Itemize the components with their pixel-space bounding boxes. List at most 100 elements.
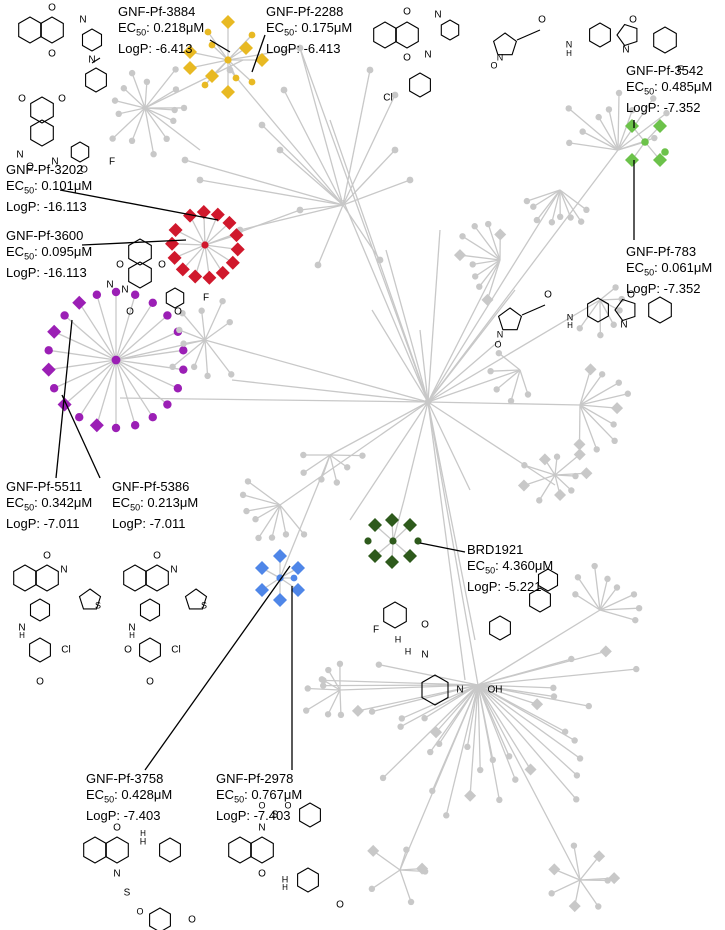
- compound-node: [169, 363, 176, 371]
- compound-node: [300, 451, 307, 459]
- compound-node: [612, 284, 619, 291]
- active-compound-node: [351, 704, 364, 717]
- structure-bond: [653, 26, 677, 54]
- active-compound-node: [183, 208, 198, 223]
- structure-bond: [18, 16, 42, 44]
- compound-node: [583, 206, 590, 214]
- network-edge: [427, 339, 501, 403]
- network-edge: [189, 59, 229, 69]
- active-compound-node: [273, 593, 287, 607]
- network-edge: [477, 684, 577, 800]
- network-edge: [579, 393, 628, 406]
- network-edge: [569, 142, 619, 151]
- compound-node: [179, 365, 188, 374]
- network-edge: [342, 94, 396, 206]
- active-compound-node: [385, 513, 399, 527]
- compound-node: [487, 367, 494, 375]
- network-edge: [599, 299, 615, 326]
- structure-atom-label: N: [113, 869, 120, 880]
- network-edge: [385, 249, 429, 403]
- structure-atom-label: O: [26, 162, 34, 173]
- compound-node: [536, 497, 543, 504]
- compound-node: [624, 390, 632, 397]
- compound-node: [571, 737, 578, 744]
- compound-node: [232, 74, 240, 82]
- active-compound-node: [653, 119, 667, 133]
- compound-logp: LogP: -6.413: [118, 40, 193, 56]
- active-compound-node: [167, 250, 182, 265]
- structure-bond: [440, 19, 460, 41]
- compound-node: [572, 591, 579, 598]
- network-edge: [115, 359, 168, 406]
- network-edge: [204, 339, 209, 376]
- structure-bond: [70, 141, 90, 163]
- structure-atom-label: O: [258, 800, 265, 810]
- compound-node: [276, 146, 284, 154]
- compound-node: [314, 261, 322, 269]
- structure-bond: [587, 297, 609, 323]
- structure-atom-label: F: [373, 625, 379, 636]
- compound-node: [496, 796, 503, 804]
- network-edge: [579, 404, 618, 409]
- compound-name: GNF-Pf-5386: [112, 479, 190, 494]
- compound-node: [179, 309, 186, 317]
- compound-label-2978: GNF-Pf-2978 EC50: 0.767μM LogP: -7.403: [216, 771, 302, 824]
- compound-node: [550, 684, 557, 692]
- compound-node: [290, 574, 298, 582]
- network-edge: [466, 684, 479, 747]
- compound-node: [325, 666, 332, 674]
- active-compound-node: [385, 555, 399, 569]
- compound-ec50: EC50: 4.360μM: [467, 558, 554, 576]
- structure-atom-label: O: [124, 645, 132, 656]
- structure-atom-label: N: [79, 15, 86, 26]
- active-compound-node: [229, 228, 244, 243]
- structure-bond: [13, 564, 37, 592]
- network-edge: [523, 474, 556, 487]
- structure-bond: [30, 119, 54, 147]
- active-compound-node: [291, 561, 305, 575]
- structure-bond: [421, 674, 449, 706]
- network-edge: [617, 112, 667, 151]
- active-compound-node: [89, 418, 104, 433]
- compound-node: [443, 812, 450, 819]
- network-edge: [579, 404, 598, 450]
- compound-node: [632, 616, 639, 624]
- compound-node: [591, 562, 598, 570]
- structure-atom-label: O: [544, 290, 552, 301]
- network-edge: [486, 259, 501, 301]
- network-edge: [144, 81, 148, 109]
- compound-node: [111, 287, 121, 297]
- structure-bond: [128, 261, 152, 289]
- active-compound-node: [548, 863, 561, 876]
- compound-node: [512, 776, 519, 783]
- network-edge: [579, 879, 599, 907]
- active-compound-node: [464, 789, 477, 802]
- compound-node: [406, 176, 414, 184]
- compound-name: GNF-Pf-783: [626, 244, 697, 259]
- active-compound-node: [221, 85, 235, 99]
- structure-bond: [30, 96, 54, 124]
- compound-node: [344, 464, 351, 471]
- structure-atom-label: O: [153, 551, 161, 562]
- network-edge: [323, 684, 479, 687]
- compound-logp: LogP: -7.403: [216, 807, 291, 823]
- compound-label-783: GNF-Pf-783 EC50: 0.061μM LogP: -7.352: [626, 244, 712, 297]
- network-edge: [78, 359, 117, 418]
- compound-node: [610, 421, 617, 428]
- structure-atom-label: N: [51, 157, 58, 168]
- compound-node: [476, 283, 483, 290]
- compound-node: [524, 391, 532, 398]
- compound-node: [553, 453, 561, 460]
- compound-node: [201, 81, 209, 89]
- network-edge: [53, 331, 117, 361]
- compound-ec50: EC50: 0.095μM: [6, 244, 93, 262]
- compound-node: [471, 223, 478, 230]
- compound-label-3542: GNF-Pf-3542 EC50: 0.485μM LogP: -7.352: [626, 63, 712, 116]
- active-compound-node: [368, 549, 382, 563]
- compound-node: [611, 437, 618, 445]
- network-edge: [477, 684, 516, 780]
- structure-bond: [91, 57, 101, 64]
- structure-bond: [616, 23, 638, 47]
- network-edge: [577, 576, 601, 611]
